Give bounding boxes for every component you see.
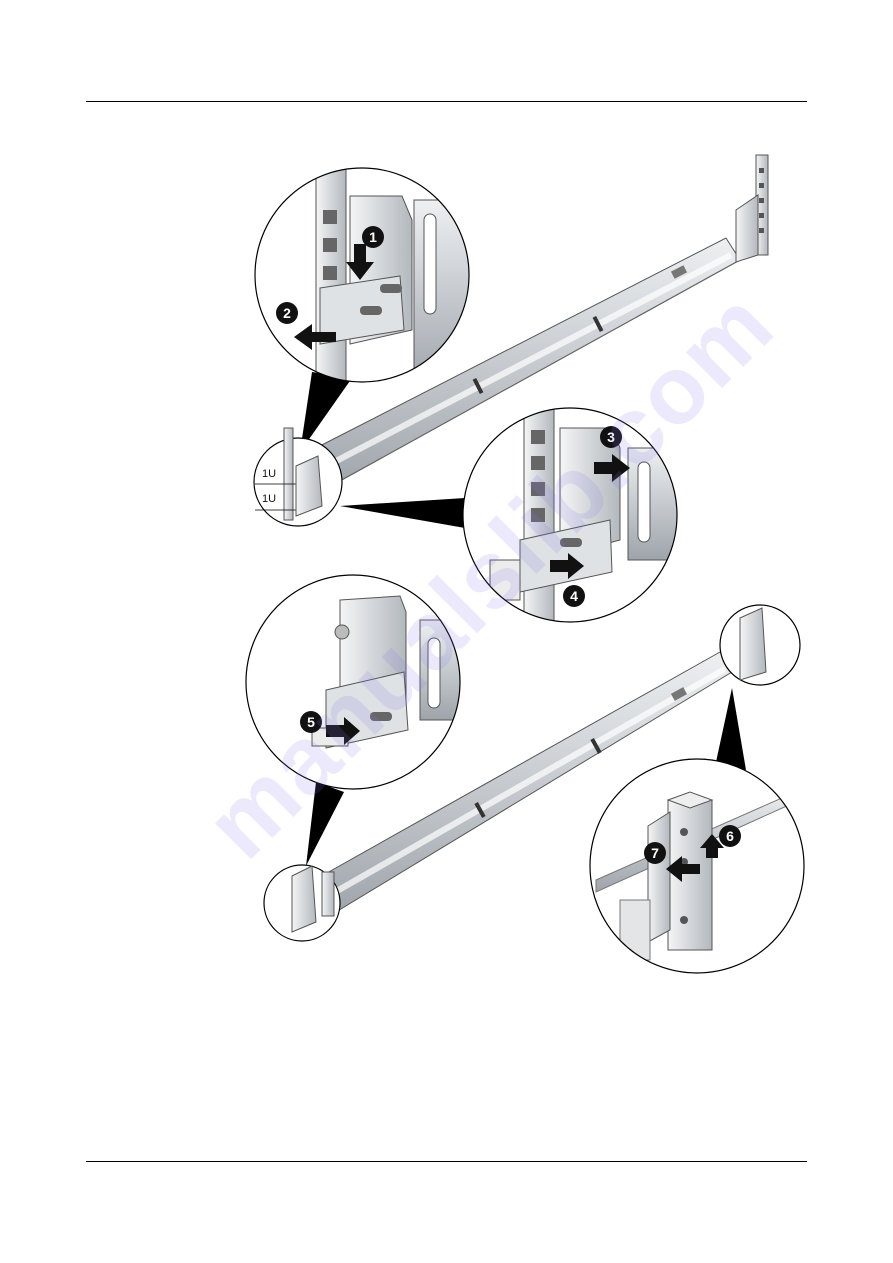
footer-rule (86, 1161, 807, 1162)
callout-wedge-3 (306, 782, 344, 866)
zoom-detail-1 (255, 160, 470, 390)
zoom-detail-3 (246, 575, 460, 789)
svg-text:6: 6 (726, 828, 734, 844)
svg-text:3: 3 (607, 429, 615, 445)
svg-text:7: 7 (651, 845, 659, 861)
step-badge-2: 2 (276, 302, 298, 324)
step-badge-3: 3 (600, 426, 622, 448)
step-badge-7: 7 (644, 842, 666, 864)
u-label-top: 1U (262, 468, 276, 480)
rear-bracket-lower-detail (720, 605, 800, 685)
callout-wedge-4 (716, 688, 746, 770)
svg-text:2: 2 (283, 305, 291, 321)
svg-text:1: 1 (369, 229, 377, 245)
step-badge-5: 5 (300, 711, 322, 733)
svg-text:5: 5 (307, 714, 315, 730)
u-label-bottom: 1U (262, 493, 276, 505)
svg-text:4: 4 (570, 588, 578, 604)
step-badge-6: 6 (719, 825, 741, 847)
callout-wedge-2 (340, 498, 465, 528)
step-badge-4: 4 (563, 585, 585, 607)
step-badge-1: 1 (362, 226, 384, 248)
front-post-lower-detail (264, 865, 340, 941)
zoom-detail-4 (590, 759, 804, 973)
